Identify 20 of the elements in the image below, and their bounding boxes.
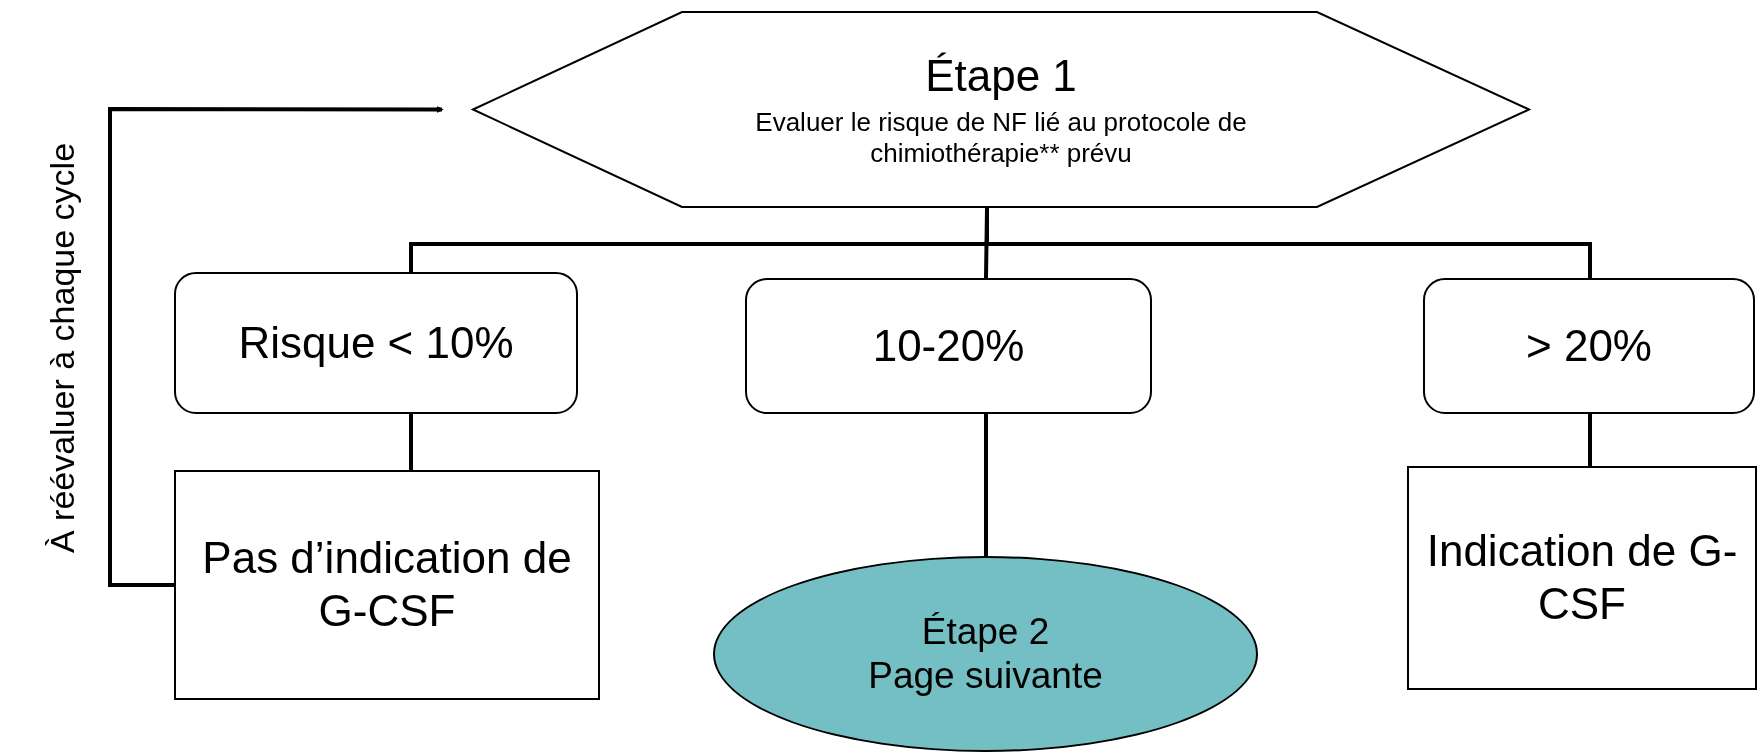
node-text: Page suivante — [868, 654, 1103, 698]
node-title: Pas d’indication de G-CSF — [201, 532, 573, 637]
node-title: Étape 2 — [921, 609, 1050, 654]
hexagon-node — [472, 11, 1530, 208]
node-text: Evaluer le risque de NF lié au protocole de chimiothérapie** prévu — [754, 106, 1248, 170]
process-box — [1407, 466, 1757, 690]
node-title: Risque < 10% — [238, 316, 514, 369]
node-title: > 20% — [1526, 319, 1652, 372]
rounded-box — [1423, 278, 1755, 414]
rounded-box — [174, 272, 578, 414]
arrow — [108, 106, 443, 587]
process-box — [174, 470, 600, 700]
side-label: À réévaluer à chaque cycle — [42, 142, 82, 554]
connector-line — [409, 414, 413, 470]
node-title: Étape 1 — [925, 49, 1077, 102]
node-title: 10-20% — [872, 319, 1025, 372]
connector-line — [984, 414, 988, 556]
connector-line — [1588, 414, 1592, 466]
rounded-box — [745, 278, 1152, 414]
node-title: Indication de G-CSF — [1425, 525, 1739, 630]
